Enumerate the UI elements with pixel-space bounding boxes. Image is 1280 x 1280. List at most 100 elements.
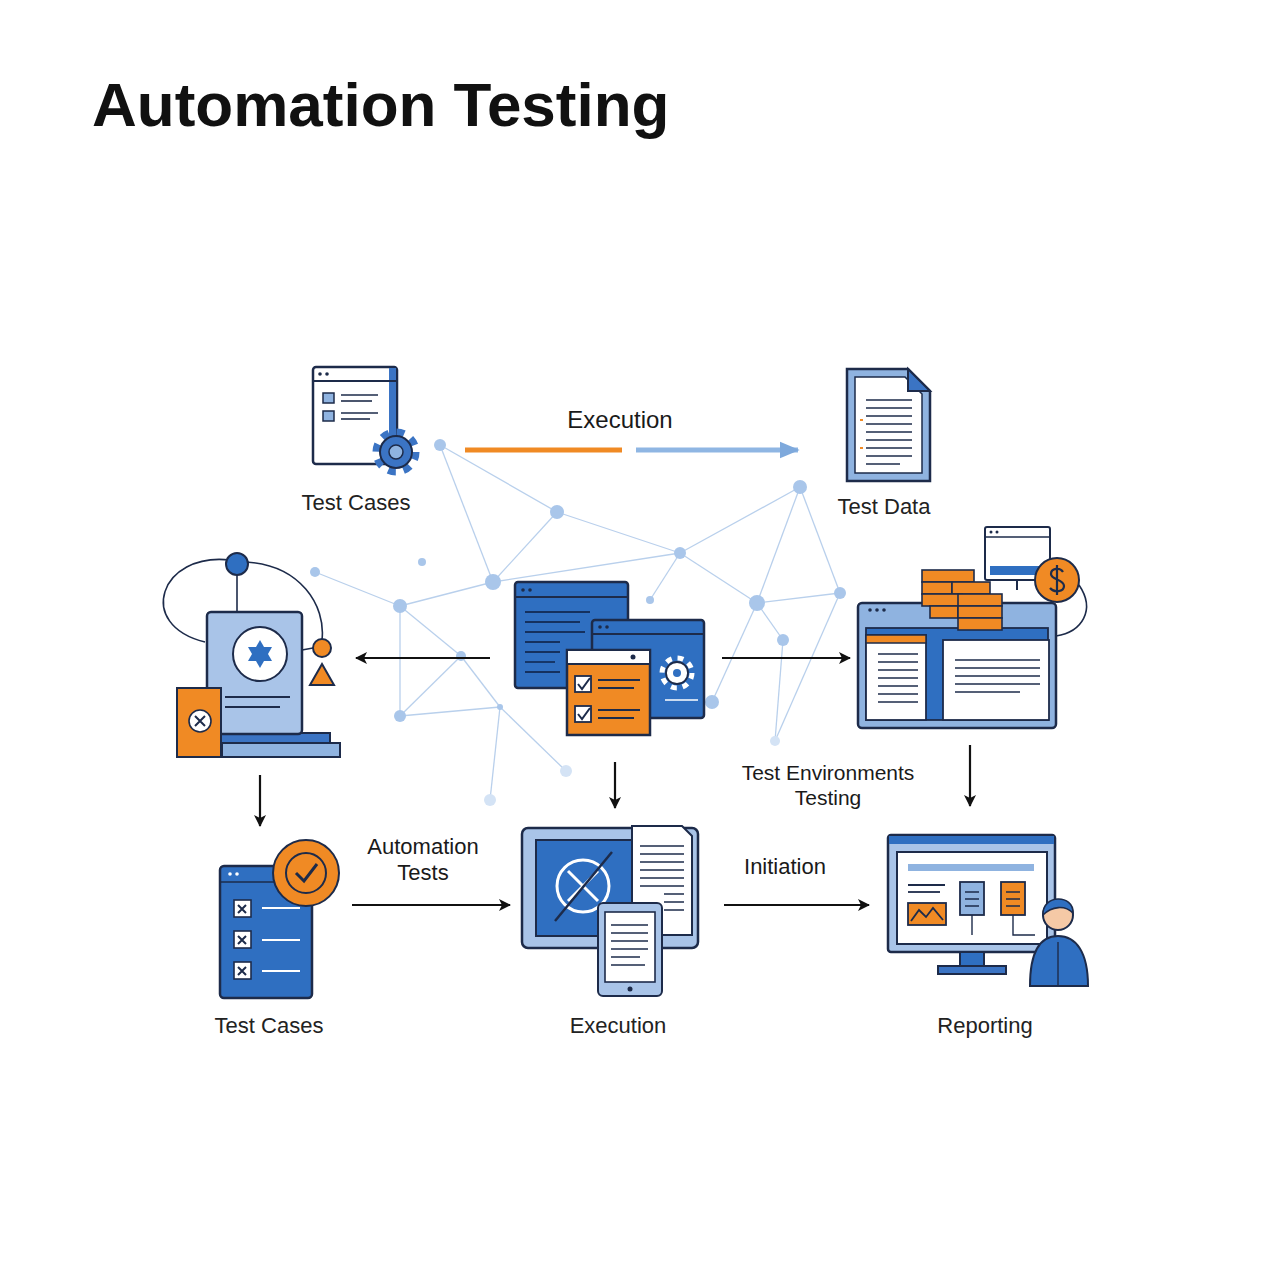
flow-arrows-part <box>722 657 850 659</box>
test-cases-icon-part-part <box>341 412 378 414</box>
connector-label: Execution <box>535 406 705 435</box>
test-scripts-icon-part <box>631 655 636 660</box>
test-scripts-icon-part <box>666 662 688 684</box>
automation-framework-icon-part <box>233 627 287 681</box>
automation-framework-icon-part <box>222 743 340 757</box>
node-caption: Execution <box>570 1013 667 1039</box>
reporting-icon-part <box>897 852 1047 944</box>
reporting-icon-part <box>960 882 984 915</box>
test-cases-icon-part <box>325 372 329 376</box>
test-environment-icon-part <box>990 531 993 534</box>
mesh-dots-part <box>485 574 501 590</box>
test-environment-icon-part <box>882 608 886 612</box>
test-environment-icon-part <box>1050 565 1064 595</box>
test-cases-icon-part <box>380 436 412 468</box>
test-scripts-icon-part-part <box>525 631 585 633</box>
reporting-icon-part <box>1006 892 1020 906</box>
test-cases-icon-part <box>323 411 334 421</box>
mesh-dots-part <box>834 587 846 599</box>
test-scripts-icon-part-part <box>598 709 640 711</box>
test-scripts-icon-part <box>528 588 532 592</box>
test-scripts-icon-part-part <box>525 671 560 673</box>
test-scripts-icon-part-part <box>525 651 560 653</box>
network-mesh-part <box>400 606 461 656</box>
execution-icon <box>522 826 698 996</box>
mesh-dots-part <box>674 547 686 559</box>
test-scripts-icon-part <box>521 588 525 592</box>
execution-icon-part <box>605 912 655 982</box>
test-cases-icon-part <box>313 380 397 382</box>
test-environment-icon-part-part <box>878 677 918 679</box>
test-environment-icon <box>858 527 1086 728</box>
execution-icon-part-part <box>611 932 648 934</box>
test-scripts-icon-part-part <box>525 611 590 613</box>
test-cases-checklist-icon <box>220 840 339 998</box>
execution-icon-part-part <box>611 940 648 942</box>
test-scripts-icon-part <box>578 708 590 719</box>
test-environment-icon-part <box>866 635 926 720</box>
execution-icon-part-part <box>640 869 684 871</box>
test-cases-checklist-icon-part <box>296 864 317 881</box>
test-environment-icon-part <box>866 628 1048 720</box>
test-cases-icon-part <box>341 395 378 419</box>
test-environment-icon-part-part <box>958 606 1002 618</box>
mesh-dots-part <box>310 567 320 577</box>
test-environment-icon-part-part <box>878 669 918 671</box>
icon-node: Test Data <box>824 362 944 520</box>
icon-node: Execution <box>518 820 718 1039</box>
automation-framework-icon-part <box>225 696 290 698</box>
network-mesh-part <box>490 707 500 800</box>
automation-framework-icon-part <box>189 710 211 732</box>
network-mesh-part <box>775 640 783 741</box>
test-data-icon-part-part <box>866 447 912 449</box>
test-cases-checklist-icon-part <box>286 853 326 893</box>
reporting-icon-part <box>911 908 943 921</box>
test-scripts-icon-part-part <box>525 641 560 643</box>
diagram-title: Automation Testing <box>92 68 669 142</box>
execution-icon-part-part <box>664 909 684 911</box>
test-cases-icon-part-part <box>341 418 370 420</box>
test-environment-icon-part <box>878 654 918 702</box>
test-environment-icon-part-part <box>878 653 918 655</box>
mesh-dots-part <box>484 794 496 806</box>
test-environment-icon-part <box>955 660 1040 692</box>
execution-icon-part-part <box>640 845 684 847</box>
reporting-icon-part <box>965 892 979 906</box>
test-data-icon-part <box>908 369 930 391</box>
test-environment-icon-part-part <box>922 594 962 606</box>
test-scripts-icon-part <box>575 706 591 722</box>
network-mesh-part <box>440 445 557 512</box>
test-data-icon-part-part <box>866 439 912 441</box>
test-cases-checklist-icon-part <box>238 967 246 975</box>
reporting-icon-part <box>908 884 945 886</box>
test-environment-icon-part-part <box>958 618 1002 630</box>
network-mesh-part <box>400 707 500 716</box>
flow-connector <box>724 904 869 906</box>
network-mesh-part <box>557 512 680 553</box>
mesh-dots-part <box>770 736 780 746</box>
network-mesh-part <box>493 553 680 582</box>
test-cases-checklist-icon-part <box>238 936 246 944</box>
network-mesh-part <box>461 656 500 707</box>
mesh-dots-part <box>394 710 406 722</box>
test-cases-icon-part <box>318 372 322 376</box>
mesh-dots-part <box>456 651 466 661</box>
icon-node: Test Cases <box>281 360 431 516</box>
test-scripts-icon-part <box>567 650 650 735</box>
test-scripts-icon-part <box>665 699 698 701</box>
test-environment-icon-part-part <box>922 582 952 594</box>
node-caption: Reporting <box>937 1013 1032 1039</box>
test-data-icon-part-part <box>866 407 912 409</box>
reporting-icon-part <box>1030 936 1088 986</box>
test-cases-icon-part-part <box>341 400 372 402</box>
test-scripts-icon-part <box>578 678 590 689</box>
network-mesh-part <box>400 656 461 716</box>
test-cases-checklist-icon-part <box>234 962 251 979</box>
automation-framework-icon <box>163 553 340 757</box>
network-mesh-part <box>440 445 493 582</box>
network-mesh-part <box>680 553 757 603</box>
test-environment-icon-part <box>875 608 879 612</box>
test-scripts-icon-part <box>662 658 692 688</box>
